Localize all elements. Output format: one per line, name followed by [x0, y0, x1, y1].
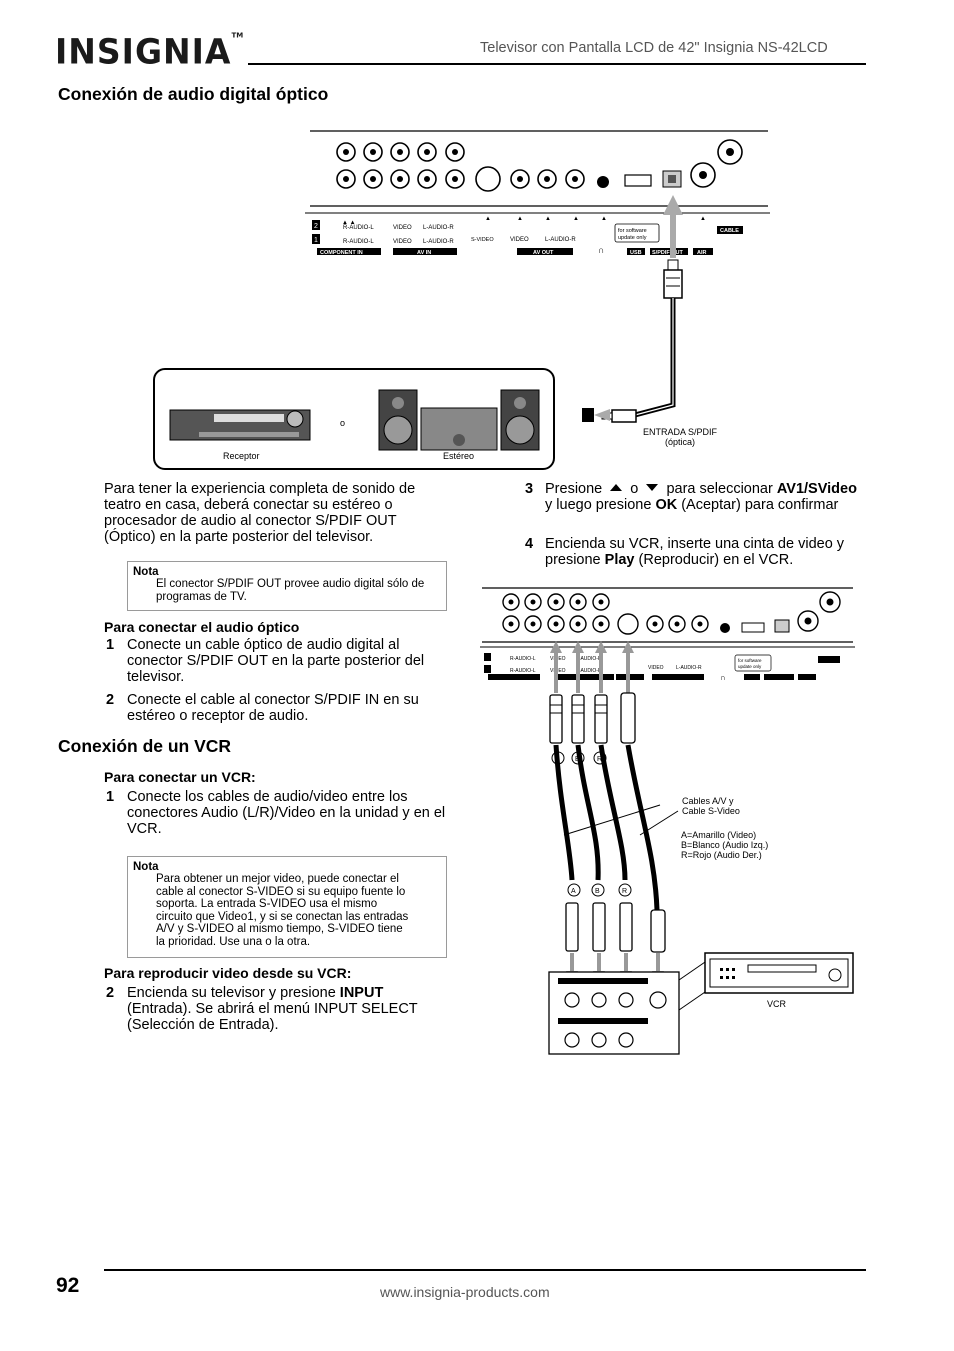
- or-label: o: [340, 418, 346, 428]
- svg-text:AIR: AIR: [697, 250, 707, 256]
- svg-text:for software: for software: [738, 658, 762, 663]
- svg-text:CABLE: CABLE: [720, 228, 739, 234]
- optical-cable: [601, 195, 683, 423]
- section-heading-optical: Conexión de audio digital óptico: [58, 84, 329, 104]
- svg-text:∩: ∩: [720, 673, 726, 682]
- header-rule: [248, 63, 866, 65]
- svg-text:AV IN: AV IN: [417, 250, 431, 256]
- svg-text:USB: USB: [630, 250, 642, 256]
- spdif-in-port-diagram: [582, 404, 612, 428]
- footer-url[interactable]: www.insignia-products.com: [380, 1284, 550, 1300]
- vcr-step-2: 2 Encienda su televisor y presione INPUT…: [106, 985, 418, 1033]
- audio-equipment-box: Receptor o Estéreo: [153, 368, 555, 470]
- svg-text:L-AUDIO-R: L-AUDIO-R: [576, 656, 602, 662]
- svg-text:COMPONENT IN: COMPONENT IN: [320, 250, 363, 256]
- svg-text:1: 1: [314, 237, 318, 244]
- note-box-vcr: Nota Para obtener un mejor video, puede …: [127, 856, 447, 958]
- svg-text:AV OUT: AV OUT: [533, 250, 554, 256]
- page-number: 92: [56, 1274, 80, 1297]
- svg-text:L-AUDIO-R: L-AUDIO-R: [545, 237, 576, 243]
- footer-rule: [104, 1269, 866, 1271]
- svg-text:S-VIDEO: S-VIDEO: [471, 237, 494, 243]
- section-heading-vcr: Conexión de un VCR: [58, 736, 232, 756]
- optical-step-1: 1 Conecte un cable óptico de audio digit…: [106, 637, 425, 685]
- color-legend: A=Amarillo (Video) B=Blanco (Audio Izq.)…: [681, 830, 769, 860]
- svg-text:▲: ▲: [485, 216, 491, 222]
- stereo-illustration: [378, 389, 540, 451]
- stereo-label: Estéreo: [443, 451, 475, 461]
- svg-text:VIDEO: VIDEO: [510, 237, 529, 243]
- svg-text:L-AUDIO-R: L-AUDIO-R: [423, 225, 454, 231]
- insignia-logo: INSIGNIATM: [55, 31, 244, 72]
- svg-text:update only: update only: [738, 664, 762, 669]
- svg-text:VIDEO: VIDEO: [393, 225, 412, 231]
- svg-text:update only: update only: [618, 235, 647, 241]
- svg-text:▲: ▲: [573, 216, 579, 222]
- vcr-label: VCR: [767, 999, 787, 1009]
- svg-text:R: R: [597, 756, 602, 763]
- header-title: Televisor con Pantalla LCD de 42" Insign…: [480, 40, 828, 56]
- optical-intro: Para tener la experiencia completa de so…: [104, 481, 416, 545]
- note-box-optical: Nota El conector S/PDIF OUT provee audio…: [127, 561, 447, 611]
- receiver-illustration: [169, 409, 311, 441]
- svg-text:∩: ∩: [598, 245, 604, 255]
- spdif-in-label: ENTRADA S/PDIF (óptica): [642, 427, 717, 447]
- svg-text:VIDEO: VIDEO: [648, 665, 664, 671]
- svg-text:▲ ▲: ▲ ▲: [342, 220, 356, 226]
- svg-text:2: 2: [314, 223, 318, 230]
- tv-back-panel-top: 2 1 R-AUDIO-L R-AUDIO-L VIDEO VIDEO L-AU…: [305, 130, 770, 256]
- note-text: Para obtener un mejor video, puede conec…: [156, 873, 409, 948]
- svg-text:▲: ▲: [700, 216, 706, 222]
- svg-text:L-AUDIO-R: L-AUDIO-R: [423, 239, 454, 245]
- note-label: Nota: [133, 861, 159, 873]
- vcr-step-1: 1 Conecte los cables de audio/video entr…: [106, 789, 446, 837]
- svg-text:▲: ▲: [601, 216, 607, 222]
- svg-text:R: R: [622, 888, 627, 895]
- svg-text:R-AUDIO-L: R-AUDIO-L: [510, 668, 536, 674]
- subheading-vcr: Para conectar un VCR:: [104, 769, 256, 785]
- down-arrow-icon: [646, 484, 659, 491]
- vcr-step-3: 3 Presione o para seleccionar AV1/SVideo…: [525, 481, 857, 513]
- subheading-play-vcr: Para reproducir video desde su VCR:: [104, 965, 352, 981]
- vcr-step-4: 4 Encienda su VCR, inserte una cinta de …: [525, 536, 845, 568]
- subheading-optical: Para conectar el audio óptico: [104, 619, 300, 635]
- svg-text:A: A: [571, 888, 576, 895]
- svg-text:▲: ▲: [545, 216, 551, 222]
- svg-text:for software: for software: [618, 228, 647, 234]
- optical-step-2: 2 Conecte el cable al conector S/PDIF IN…: [106, 692, 419, 724]
- cables-label: Cables A/V y Cable S-Video: [682, 796, 740, 816]
- svg-text:VIDEO: VIDEO: [393, 239, 412, 245]
- svg-text:R-AUDIO-L: R-AUDIO-L: [343, 225, 374, 231]
- svg-text:L-AUDIO-R: L-AUDIO-R: [576, 668, 602, 674]
- note-label: Nota: [133, 566, 159, 578]
- svg-text:R-AUDIO-L: R-AUDIO-L: [343, 239, 374, 245]
- svg-text:L-AUDIO-R: L-AUDIO-R: [676, 665, 702, 671]
- svg-text:R-AUDIO-L: R-AUDIO-L: [510, 656, 536, 662]
- up-arrow-icon: [610, 484, 623, 491]
- receiver-label: Receptor: [223, 451, 260, 461]
- svg-text:S/PDIF OUT: S/PDIF OUT: [652, 250, 684, 256]
- svg-text:B: B: [595, 888, 600, 895]
- note-text: El conector S/PDIF OUT provee audio digi…: [156, 578, 425, 603]
- svg-text:▲: ▲: [517, 216, 523, 222]
